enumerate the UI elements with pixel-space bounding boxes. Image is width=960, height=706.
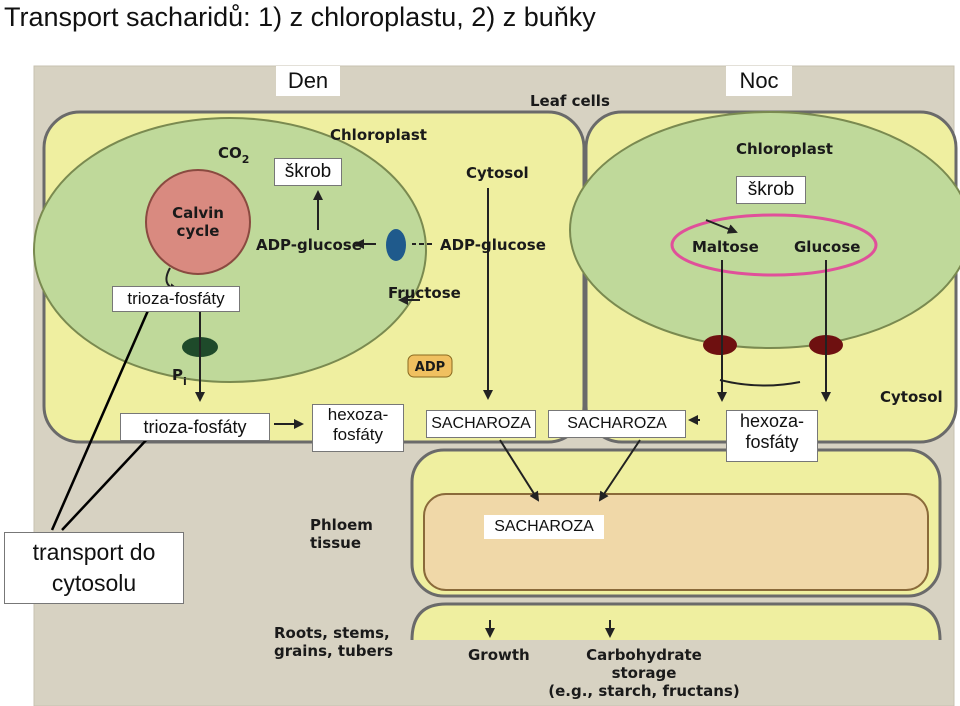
transporter-blue [386, 229, 406, 261]
day-header: Den [276, 66, 340, 96]
fructose-label: Fructose [388, 284, 461, 302]
starch-night-box: škrob [736, 176, 806, 204]
slide-title: Transport sacharidů: 1) z chloroplastu, … [4, 2, 596, 32]
calvin-cycle-circle [145, 169, 251, 275]
carbohydrate-label: Carbohydrate [586, 646, 702, 664]
starch-day-box: škrob [274, 158, 342, 186]
adp-label: ADP [415, 360, 445, 375]
phloem-tissue-inner [423, 493, 929, 591]
pi-label: Pi [172, 366, 187, 388]
chloroplast-left-label: Chloroplast [330, 126, 427, 144]
starch-fructans-label: (e.g., starch, fructans) [548, 682, 739, 700]
maltose-label: Maltose [692, 238, 759, 256]
calvin-label: Calvin [172, 204, 224, 222]
storage-label: storage [612, 664, 677, 682]
cycle-label: cycle [177, 222, 220, 240]
chloroplast-right [569, 111, 960, 349]
sucrose-phloem-box: SACHAROZA [484, 515, 604, 539]
adp-glucose-cytosol-label: ADP-glucose [440, 236, 546, 254]
chloroplast-right-label: Chloroplast [736, 140, 833, 158]
maltose-glucose-highlight [670, 213, 878, 277]
cytosol-right-label: Cytosol [880, 388, 943, 406]
transport-to-cytosol-box: transport do cytosolu [4, 532, 184, 604]
glucose-label: Glucose [794, 238, 860, 256]
cytosol-left-label: Cytosol [466, 164, 529, 182]
triose-phosphates-mid-box: trioza-fosfáty [120, 413, 270, 441]
growth-label: Growth [468, 646, 530, 664]
transporter-red-1 [703, 335, 737, 355]
leaf-cells-label: Leaf cells [530, 92, 610, 110]
phloem-label: Phloem [310, 516, 373, 534]
grains-tubers-label: grains, tubers [274, 642, 393, 660]
adp-glucose-chloroplast-label: ADP-glucose [256, 236, 362, 254]
sucrose-left-box: SACHAROZA [426, 410, 536, 438]
sieve-tube-lower [410, 602, 942, 641]
triose-phosphates-top-box: trioza-fosfáty [112, 286, 240, 312]
hexose-phosphates-right-box: hexoza-fosfáty [726, 410, 818, 462]
roots-stems-label: Roots, stems, [274, 624, 390, 642]
night-header: Noc [726, 66, 792, 96]
tissue-label: tissue [310, 534, 361, 552]
hexose-phosphates-left-box: hexoza-fosfáty [312, 404, 404, 452]
adp-box [407, 354, 453, 378]
co2-label: CO2 [218, 144, 249, 166]
sucrose-right-box: SACHAROZA [548, 410, 686, 438]
